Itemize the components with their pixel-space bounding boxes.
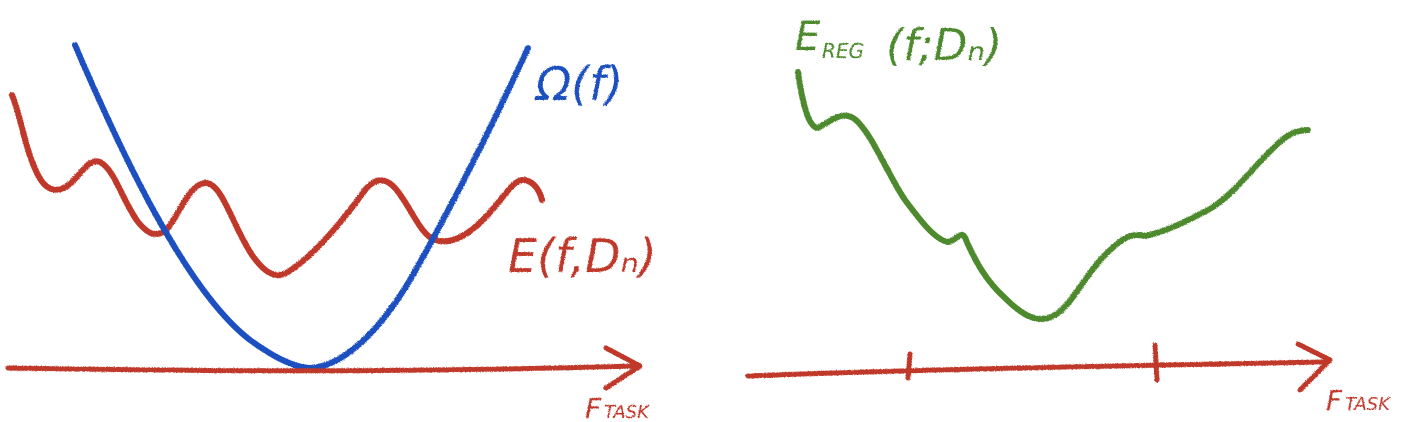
right-axis-tick-1 <box>905 351 913 381</box>
right-axis-label-main: F <box>1326 384 1343 417</box>
left-axis-label-sub: TASK <box>604 402 650 422</box>
left-axis-line <box>5 363 639 374</box>
left-axis-label: F TASK <box>585 392 650 422</box>
left-panel: Ω(f) E(f,Dₙ) F TASK <box>5 42 657 422</box>
right-axis-label-sub: TASK <box>1345 394 1391 415</box>
regularizer-label-text: Ω(f) <box>534 57 623 111</box>
regularizer-curve <box>72 42 531 371</box>
regularized-error-label: E REG (f;Dₙ) <box>795 14 1002 71</box>
regularized-error-curve <box>795 69 1311 322</box>
right-axis-tick-2 <box>1152 342 1160 383</box>
error-label-text: E(f,Dₙ) <box>508 229 657 283</box>
error-curve <box>9 92 545 279</box>
left-axis-label-main: F <box>585 392 602 422</box>
right-axis-arrowhead <box>1295 341 1333 393</box>
regularized-error-label-main: E <box>795 14 821 60</box>
regularized-error-label-sub: REG <box>822 39 864 63</box>
error-label: E(f,Dₙ) <box>508 229 657 283</box>
left-axis-arrowhead <box>603 345 643 391</box>
right-axis-label: F TASK <box>1326 384 1391 417</box>
right-axis-line <box>745 359 1329 379</box>
regularizer-label: Ω(f) <box>534 57 623 111</box>
right-panel: E REG (f;Dₙ) F TASK <box>745 14 1391 417</box>
regularized-error-label-args: (f;Dₙ) <box>886 20 1002 71</box>
